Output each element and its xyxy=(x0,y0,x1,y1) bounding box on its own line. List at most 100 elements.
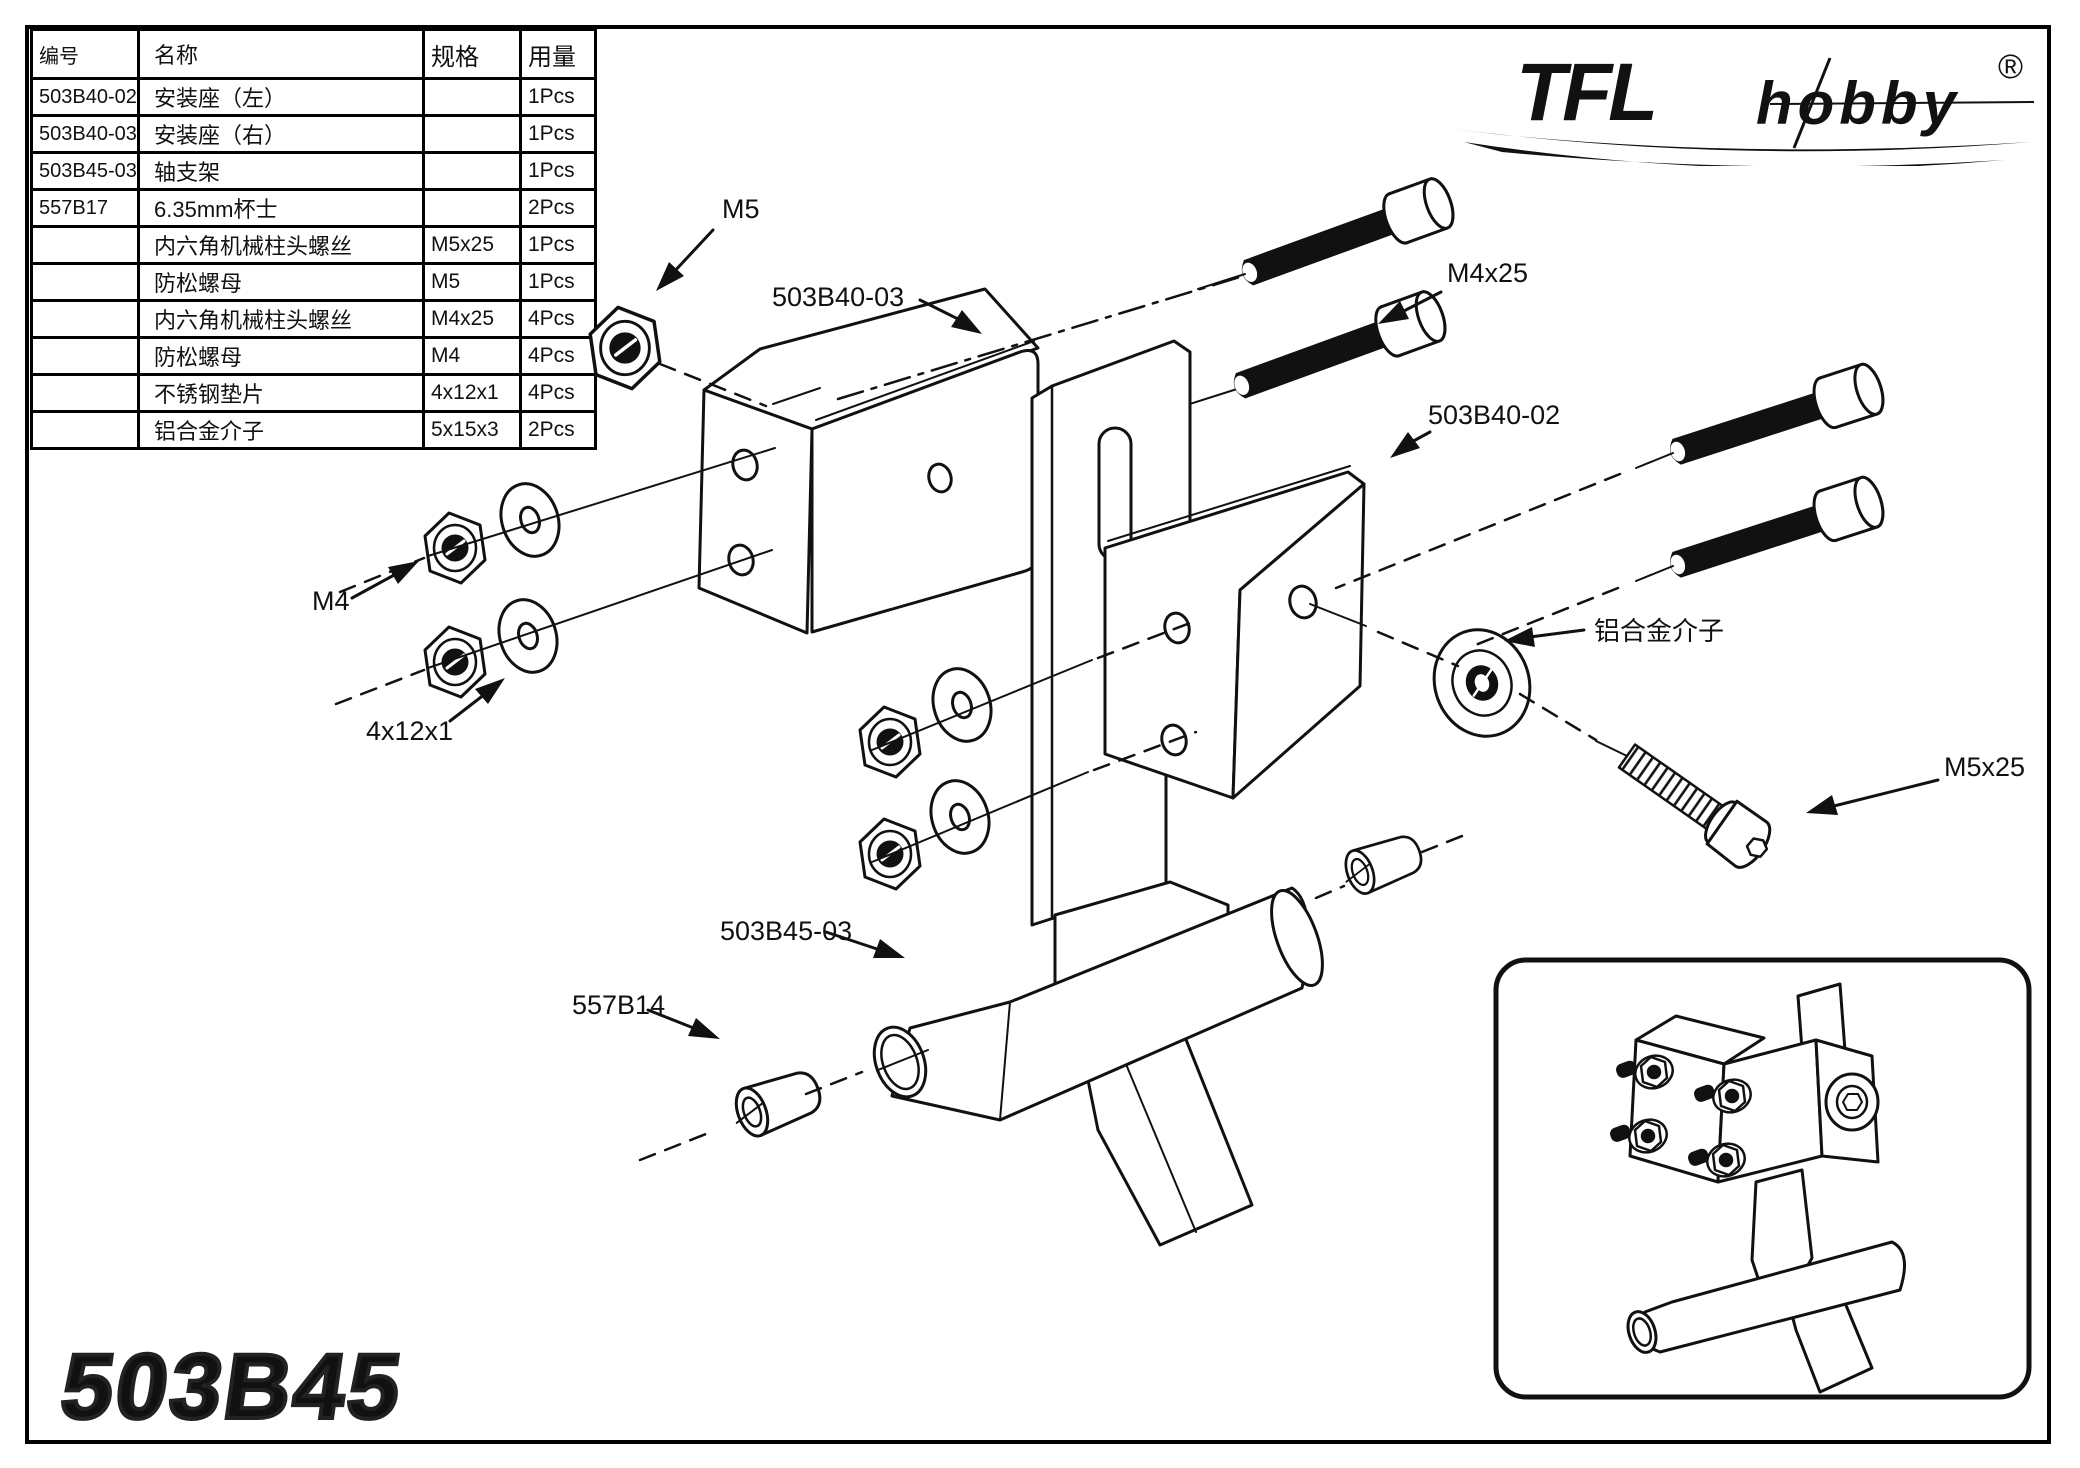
callout-503B45-03: 503B45-03 xyxy=(720,916,905,958)
table-cell: 安装座（左） xyxy=(137,77,425,117)
table-cell xyxy=(30,336,140,376)
table-cell: 4Pcs xyxy=(519,299,597,339)
table-cell: M4x25 xyxy=(422,299,522,339)
callout-4x12x1: 4x12x1 xyxy=(366,678,505,746)
label-alu-spacer: 铝合金介子 xyxy=(1594,616,1724,646)
table-header-cell: 用量 xyxy=(519,28,597,80)
table-cell: 不锈钢垫片 xyxy=(137,373,425,413)
label-503B40-03: 503B40-03 xyxy=(772,282,904,312)
part-steel-washer xyxy=(922,659,1002,751)
table-cell: 503B45-03 xyxy=(30,151,140,191)
part-m4x25-screw xyxy=(1232,173,1461,301)
part-mounting-bracket-right-503B40-03 xyxy=(697,287,1040,635)
table-cell: M5 xyxy=(422,262,522,302)
table-header-cell: 规格 xyxy=(422,28,522,80)
part-cup-bushing xyxy=(725,1063,828,1144)
part-m5x25-screw xyxy=(1617,743,1772,869)
callout-m5x25: M5x25 xyxy=(1806,752,2025,815)
callout-503B40-03: 503B40-03 xyxy=(772,282,982,334)
table-cell xyxy=(30,373,140,413)
callout-m5: M5 xyxy=(656,194,760,291)
table-cell: 内六角机械柱头螺丝 xyxy=(137,225,425,265)
assembly-axis-dashed-lines xyxy=(334,275,1622,1162)
label-m5: M5 xyxy=(722,194,760,224)
part-mounting-bracket-left-503B40-02 xyxy=(1103,465,1366,800)
table-cell: 557B17 xyxy=(30,188,140,228)
parts-table-head: 编号名称规格用量 xyxy=(30,28,597,80)
table-cell: 防松螺母 xyxy=(137,336,425,376)
tfl-logo-wordmark: TFL hobby ® xyxy=(1446,47,2035,169)
logo-strike-line xyxy=(1769,101,2035,105)
label-503B40-02: 503B40-02 xyxy=(1428,400,1560,430)
table-cell: 2Pcs xyxy=(519,188,597,228)
logo-propeller-slash xyxy=(1792,57,1832,149)
table-cell: 轴支架 xyxy=(137,151,425,191)
part-shaft-bracket-503B45-03 xyxy=(872,339,1324,1247)
table-cell xyxy=(422,114,522,154)
table-cell xyxy=(30,299,140,339)
part-cup-bushing xyxy=(1335,827,1429,901)
table-cell xyxy=(422,188,522,228)
table-cell: 1Pcs xyxy=(519,77,597,117)
table-header-cell: 编号 xyxy=(30,28,140,80)
registered-mark-icon: ® xyxy=(1998,48,2023,86)
table-header-row: 编号名称规格用量 xyxy=(30,28,597,80)
table-cell: 1Pcs xyxy=(519,225,597,265)
callout-m4: M4 xyxy=(312,561,419,616)
table-cell: 4x12x1 xyxy=(422,373,522,413)
table-cell: 503B40-02 xyxy=(30,77,140,117)
part-m4x25-screw xyxy=(1661,472,1890,593)
table-cell: 安装座（右） xyxy=(137,114,425,154)
brand-logo: TFL hobby ® xyxy=(1438,36,2048,169)
label-m4x25: M4x25 xyxy=(1447,258,1528,288)
table-cell: 1Pcs xyxy=(519,262,597,302)
label-557B14: 557B14 xyxy=(572,990,665,1020)
table-cell xyxy=(422,77,522,117)
table-cell xyxy=(30,410,140,450)
table-cell xyxy=(30,262,140,302)
table-cell: 2Pcs xyxy=(519,410,597,450)
part-number-text: 503B45 xyxy=(55,1334,410,1437)
table-header-cell: 名称 xyxy=(137,28,425,80)
part-m4x25-screw xyxy=(1224,286,1453,414)
table-cell: 1Pcs xyxy=(519,114,597,154)
table-cell: 5x15x3 xyxy=(422,410,522,450)
table-cell xyxy=(422,151,522,191)
table-cell: 1Pcs xyxy=(519,151,597,191)
page-border xyxy=(25,25,2051,1444)
part-m4-lock-nut xyxy=(423,625,487,699)
label-m4: M4 xyxy=(312,586,350,616)
label-m5x25: M5x25 xyxy=(1944,752,2025,782)
assembled-view-inset xyxy=(1493,957,2032,1400)
table-cell: 内六角机械柱头螺丝 xyxy=(137,299,425,339)
part-steel-washer xyxy=(920,771,1000,863)
callout-m4x25: M4x25 xyxy=(1378,258,1528,324)
callout-557B14: 557B14 xyxy=(572,990,720,1039)
part-number-banner: 503B45 xyxy=(40,1320,500,1450)
part-steel-washer xyxy=(490,474,570,566)
inset-lock-nuts xyxy=(1610,1054,1752,1178)
assembly-axis-lines xyxy=(427,273,1674,1071)
logo-brand-text: TFL xyxy=(1516,47,1654,138)
table-cell: 防松螺母 xyxy=(137,262,425,302)
part-aluminium-spacer xyxy=(1432,628,1532,738)
table-cell: M5x25 xyxy=(422,225,522,265)
table-cell: 铝合金介子 xyxy=(137,410,425,450)
table-cell: 4Pcs xyxy=(519,336,597,376)
label-503B45-03: 503B45-03 xyxy=(720,916,852,946)
table-cell: 4Pcs xyxy=(519,373,597,413)
table-cell: M4 xyxy=(422,336,522,376)
